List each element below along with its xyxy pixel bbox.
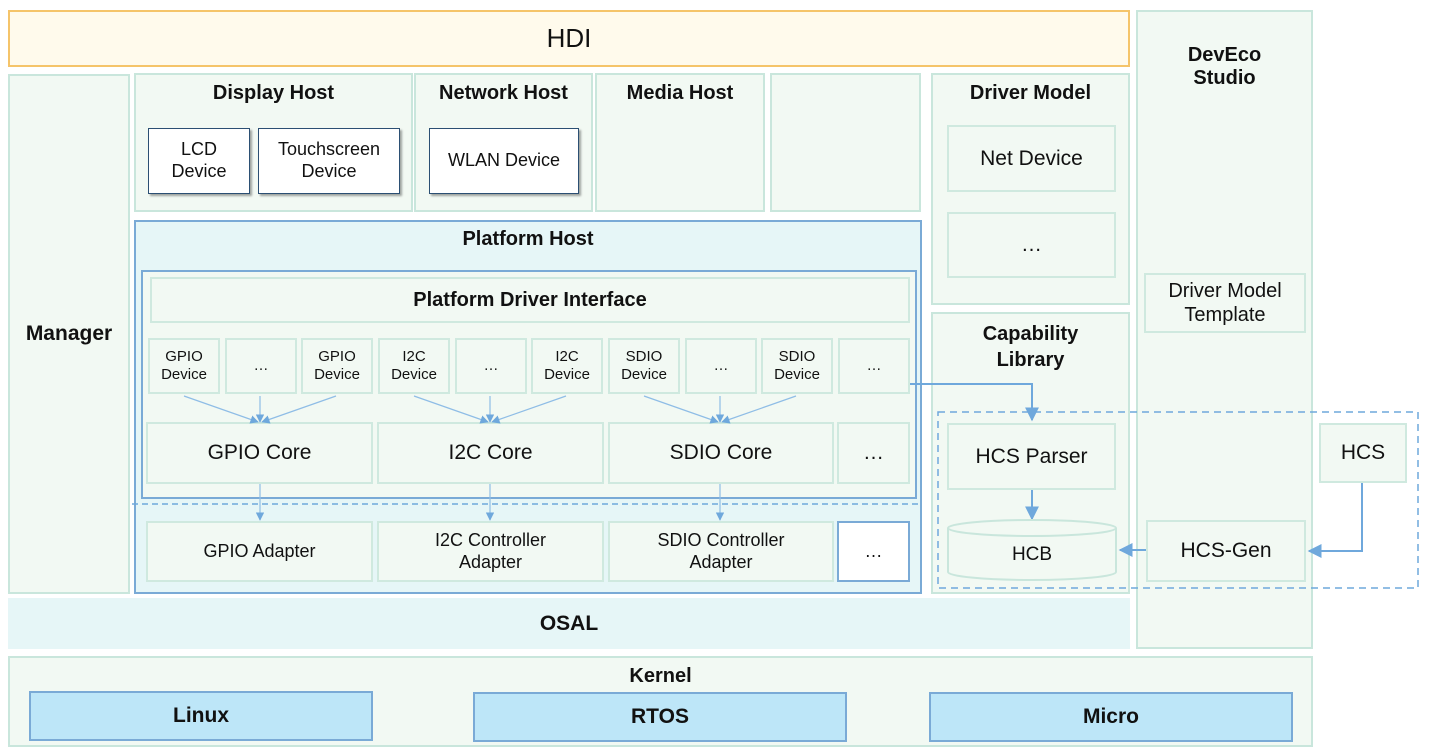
platform-device-1: GPIO Device: [148, 338, 220, 394]
platform-core-3: SDIO Core: [608, 422, 834, 484]
capability-library-title: Capability Library: [982, 323, 1079, 371]
platform-device-5: …: [455, 338, 527, 394]
platform-device-4: I2C Device: [378, 338, 450, 394]
deveco-studio-title: DevEco Studio: [1187, 44, 1262, 89]
osal-layer: OSAL: [8, 598, 1130, 649]
network-host-title: Network Host: [439, 82, 568, 104]
platform-device-3: GPIO Device: [301, 338, 373, 394]
media-host: [595, 73, 765, 212]
platform-core-1: GPIO Core: [146, 422, 373, 484]
platform-device-7: SDIO Device: [608, 338, 680, 394]
platform-device-6: I2C Device: [531, 338, 603, 394]
platform-core-2: I2C Core: [377, 422, 604, 484]
hcs-box: HCS: [1319, 423, 1407, 483]
platform-device-8: …: [685, 338, 757, 394]
platform-device-9: SDIO Device: [761, 338, 833, 394]
display-host-title: Display Host: [212, 82, 335, 104]
kernel-micro: Micro: [929, 692, 1293, 742]
platform-driver-interface: Platform Driver Interface: [150, 277, 910, 323]
hdi-label: HDI: [546, 22, 592, 53]
media-host-title: Media Host: [626, 82, 734, 104]
hcs-to-hcsgen-arrow: [1307, 483, 1363, 558]
platform-device-2: …: [225, 338, 297, 394]
touchscreen-device: Touchscreen Device: [258, 128, 400, 194]
driver-model-title: Driver Model: [969, 82, 1092, 104]
platform-core-4: …: [837, 422, 910, 484]
kernel-title: Kernel: [629, 665, 692, 687]
driver-model-template: Driver Model Template: [1144, 273, 1306, 333]
wlan-device: WLAN Device: [429, 128, 579, 194]
empty-host: [770, 73, 921, 212]
manager-label: Manager: [25, 322, 113, 346]
kernel-linux: Linux: [29, 691, 373, 741]
manager-block: Manager: [8, 74, 130, 594]
hdi-layer: HDI: [8, 10, 1130, 67]
hcs-gen: HCS-Gen: [1146, 520, 1306, 582]
platform-host-title: Platform Host: [462, 228, 594, 250]
platform-adapter-4: …: [837, 521, 910, 582]
driver-model-more: …: [947, 212, 1116, 278]
lcd-device: LCD Device: [148, 128, 250, 194]
hcs-parser: HCS Parser: [947, 423, 1116, 490]
platform-adapter-1: GPIO Adapter: [146, 521, 373, 582]
platform-device-10: …: [838, 338, 910, 394]
net-device: Net Device: [947, 125, 1116, 192]
hcb-label: HCB: [1011, 543, 1053, 565]
kernel-rtos: RTOS: [473, 692, 847, 742]
platform-adapter-3: SDIO Controller Adapter: [608, 521, 834, 582]
platform-adapter-2: I2C Controller Adapter: [377, 521, 604, 582]
